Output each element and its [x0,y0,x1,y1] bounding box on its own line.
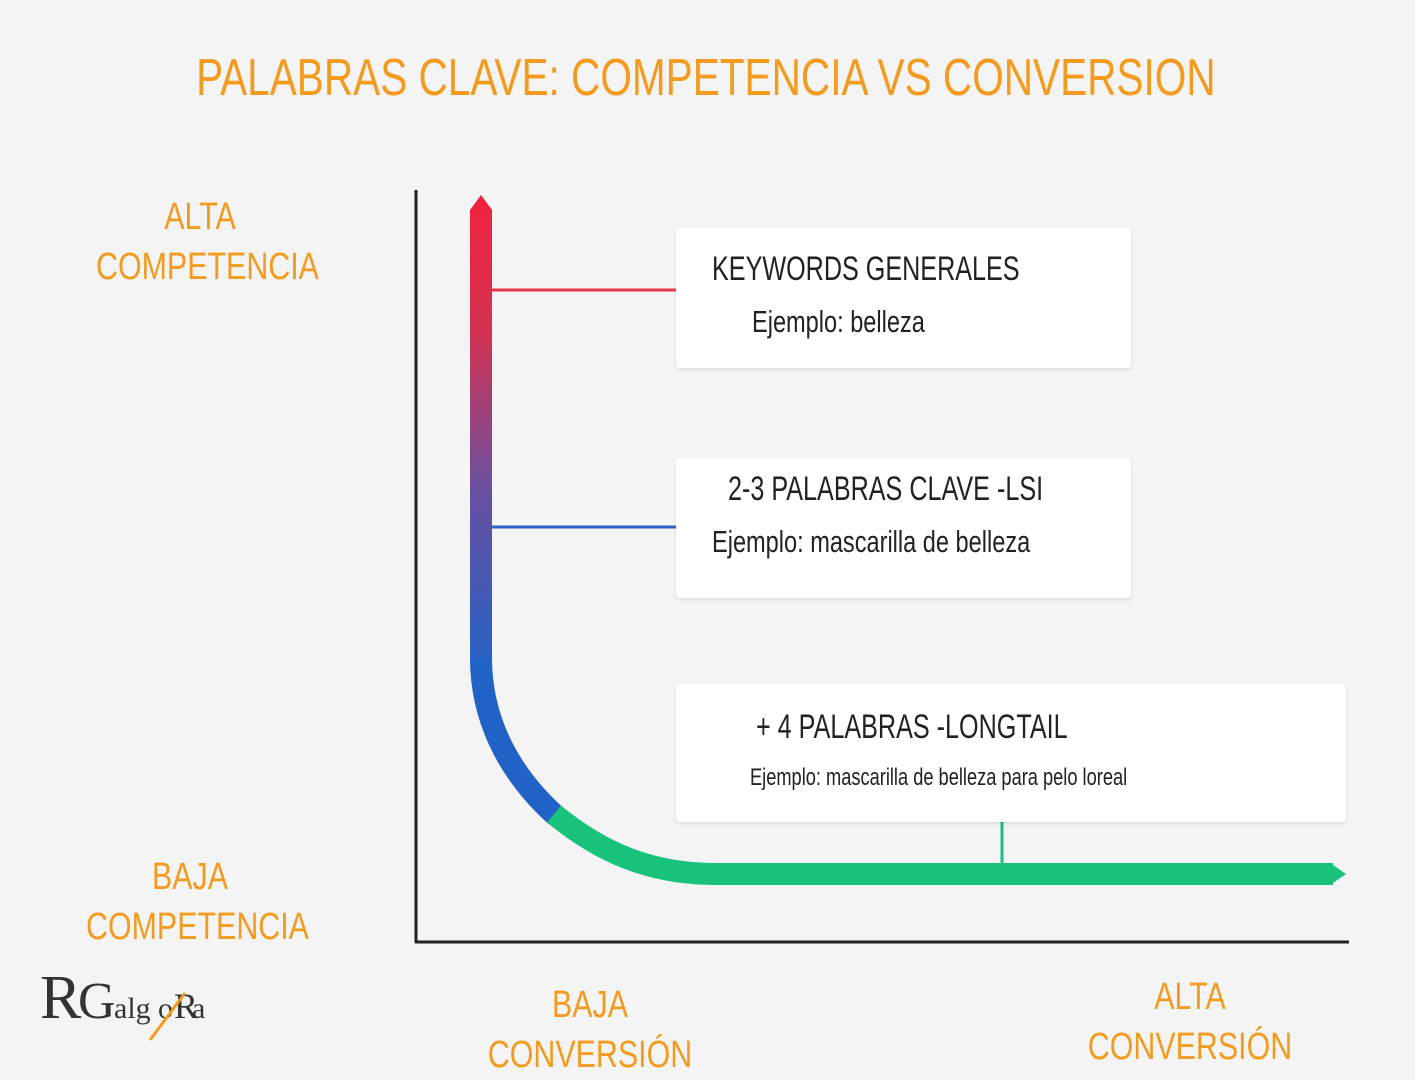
y-axis-bottom-label: BAJA COMPETENCIA [86,852,309,952]
card-palabras-longtail: + 4 PALABRAS -LONGTAIL Ejemplo: mascaril… [676,684,1346,822]
svg-text:o: o [158,992,173,1025]
card-palabras-clave-lsi: 2-3 PALABRAS CLAVE -LSI Ejemplo: mascari… [676,458,1131,598]
y-axis-bottom-label-line-2: COMPETENCIA [86,906,309,948]
svg-text:R: R [174,986,198,1026]
svg-text:a: a [192,992,205,1025]
x-axis-left-label: BAJA CONVERSIÓN [487,984,693,1076]
card-heading: 2-3 PALABRAS CLAVE -LSI [728,470,1044,508]
y-axis-bottom-label-line-1: BAJA [151,856,229,898]
page-title: PALABRAS CLAVE: COMPETENCIA VS CONVERSIO… [196,49,1216,107]
card-example: Ejemplo: mascarilla de belleza [712,524,1031,559]
x-axis-right-label: ALTA CONVERSIÓN [1087,976,1293,1068]
svg-text:alg: alg [114,992,151,1025]
brand-logo: R G alg o R a [40,964,205,1041]
curve-arrow-head-right [1330,863,1346,885]
svg-text:G: G [78,973,116,1030]
card-keywords-generales: KEYWORDS GENERALES Ejemplo: belleza [676,228,1131,368]
curve-bend-blue [470,657,564,825]
y-axis-top-label-line-1: ALTA [164,196,236,238]
curve-arrow-head-top [470,195,492,210]
y-axis-top-label: ALTA COMPETENCIA [96,192,319,292]
svg-text:R: R [40,964,82,1032]
card-heading: KEYWORDS GENERALES [712,250,1020,288]
card-example: Ejemplo: belleza [752,304,925,339]
card-example: Ejemplo: mascarilla de belleza para pelo… [750,764,1128,791]
y-axis-top-label-line-2: COMPETENCIA [96,246,319,288]
card-heading: + 4 PALABRAS -LONGTAIL [756,708,1068,746]
curve-diagram [414,190,1349,944]
curve-bend-green [546,805,1333,885]
